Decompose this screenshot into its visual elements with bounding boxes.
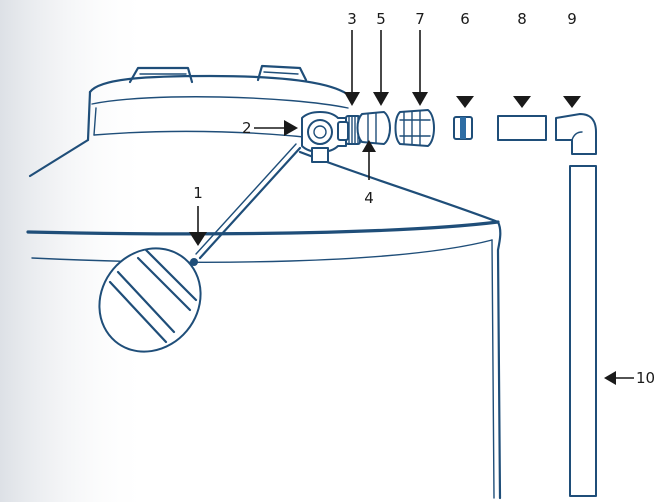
callout-10: 10 bbox=[604, 369, 654, 387]
callout-2: 2 bbox=[242, 119, 298, 137]
float-valve-body bbox=[301, 111, 347, 163]
callout-label-7: 7 bbox=[415, 10, 425, 28]
callout-label-6: 6 bbox=[460, 10, 470, 28]
callout-label-1: 1 bbox=[193, 184, 203, 202]
callout-1: 1 bbox=[189, 184, 207, 246]
short-pipe bbox=[497, 115, 547, 141]
threaded-nipple bbox=[337, 115, 361, 145]
threaded-coupling bbox=[394, 109, 435, 147]
callout-3: 3 bbox=[344, 10, 360, 106]
callout-label-2: 2 bbox=[242, 119, 252, 137]
pipe-elbow bbox=[555, 113, 597, 155]
callout-4: 4 bbox=[362, 140, 376, 207]
background-shading bbox=[0, 0, 150, 502]
long-pipe bbox=[569, 165, 597, 497]
callout-label-8: 8 bbox=[517, 10, 527, 28]
callout-label-4: 4 bbox=[364, 189, 374, 207]
callout-9: 9 bbox=[563, 10, 581, 108]
callout-label-3: 3 bbox=[347, 10, 357, 28]
seal-ring bbox=[453, 116, 473, 140]
lock-nut bbox=[356, 111, 391, 145]
float-ball bbox=[98, 143, 302, 353]
callout-7: 7 bbox=[412, 10, 428, 106]
callout-5: 5 bbox=[373, 10, 389, 106]
callout-8: 8 bbox=[513, 10, 531, 108]
callout-6: 6 bbox=[456, 10, 474, 108]
callout-label-5: 5 bbox=[376, 10, 386, 28]
callout-label-10: 10 bbox=[636, 369, 654, 387]
callout-label-9: 9 bbox=[567, 10, 577, 28]
